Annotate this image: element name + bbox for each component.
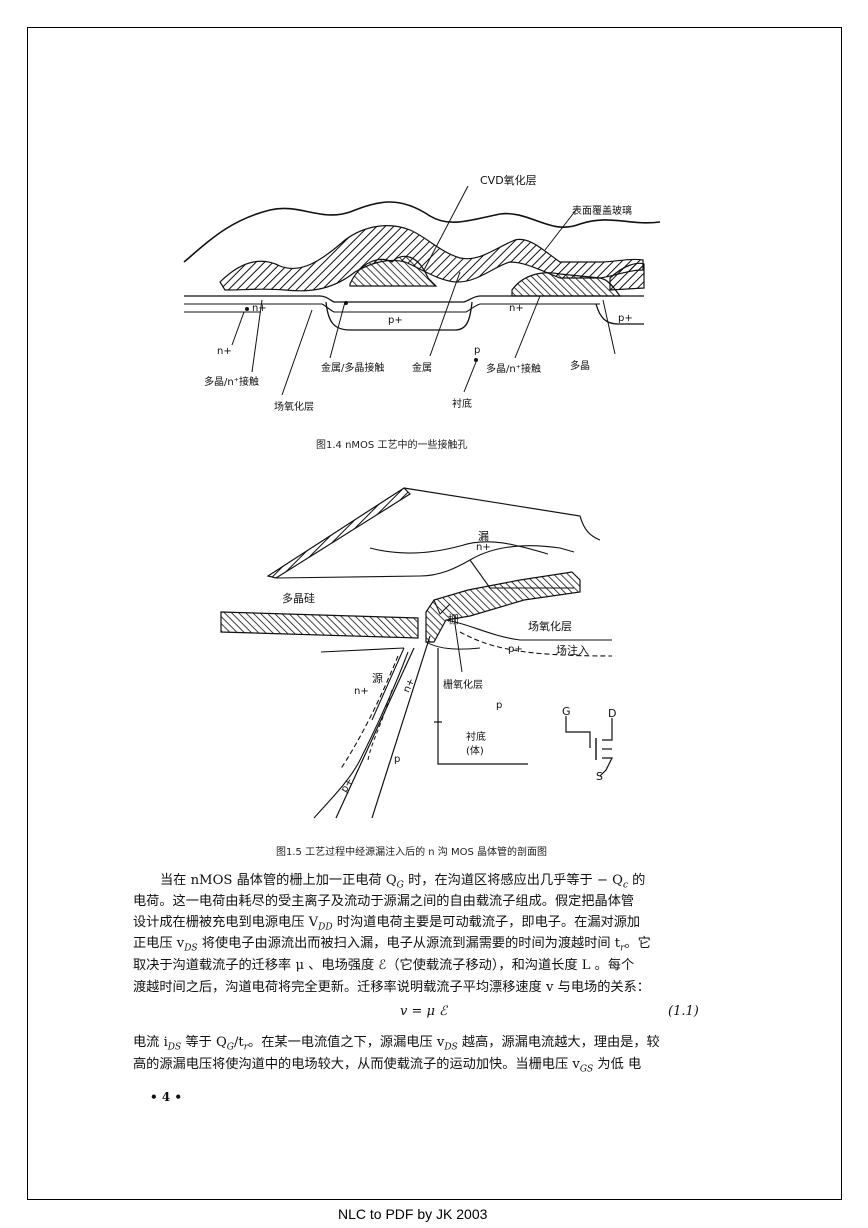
text-seg: 将使电子由源流出而被扫入漏，电子从源流到漏需要的时间为渡越时间 t (197, 936, 621, 951)
text-seg: 为低 电 (593, 1057, 642, 1072)
text-seg: 设计成在栅被充电到电源电压 V (133, 915, 319, 930)
paragraph-line-7: 电流 iDS 等于 QG/tr。在某一电流值之下，源漏电压 vDS 越高，源漏电… (133, 1032, 723, 1059)
label-field-oxide: 场氧化层 (274, 402, 314, 413)
figure-1-4-caption: 图1.4 nMOS 工艺中的一些接触孔 (316, 440, 468, 451)
label-surface-glass: 表面覆盖玻璃 (572, 206, 632, 217)
text-seg: 当在 nMOS 晶体管的栅上加一正电荷 Q (160, 873, 397, 888)
label-substrate: 衬底 (452, 399, 472, 410)
text-seg: 高的源漏电压将使沟道中的电场较大，从而使载流子的运动加快。当栅电压 v (133, 1057, 580, 1072)
label-p-plus-15: p+ (508, 644, 523, 655)
label-n-plus-b: n+ (217, 346, 232, 357)
label-poly: 多晶 (570, 361, 590, 372)
equation-number: (1.1) (668, 1004, 699, 1019)
text-seg: 正电压 v (133, 936, 185, 951)
text-seg: /t (233, 1035, 244, 1050)
text-sub: r (620, 943, 625, 954)
label-p-a: p (496, 700, 503, 711)
symbol-d: D (608, 707, 617, 720)
symbol-s: S (596, 770, 603, 783)
label-source-n: n+ (354, 686, 369, 697)
text-seg: 时沟道电荷主要是可动载流子，即电子。在漏对源加 (332, 915, 641, 930)
figure-1-5-caption: 图1.5 工艺过程中经源漏注入后的 n 沟 MOS 晶体管的剖面图 (276, 847, 547, 858)
label-field-implant: 场注入 (556, 644, 589, 657)
label-gate-mark: 栅 (448, 613, 459, 626)
equation-1-1: v = μ ℰ (400, 1004, 447, 1019)
paragraph-line-2: 电荷。这一电荷由耗尽的受主离子及流动于源漏之间的自由载流子组成。假定把晶体管 (133, 894, 635, 909)
paragraph-line-3: 设计成在栅被充电到电源电压 VDD 时沟道电荷主要是可动载流子，即电子。在漏对源… (133, 912, 723, 939)
text-sub: DS (444, 1042, 458, 1053)
label-metal-poly: 金属/多晶接触 (321, 363, 385, 374)
label-field-oxide-15: 场氧化层 (528, 620, 572, 633)
symbol-g: G (562, 705, 571, 718)
right-poly-contact (511, 272, 622, 297)
text-seg: 。它 (624, 936, 651, 951)
footer-credit: NLC to PDF by JK 2003 (338, 1206, 488, 1222)
paragraph-line-4: 正电压 vDS 将使电子由源流出而被扫入漏，电子从源流到漏需要的时间为渡越时间 … (133, 933, 723, 960)
text-sub: r (243, 1042, 249, 1053)
gate-stack (425, 571, 581, 643)
label-poly-n-contact: 多晶/n⁺接触 (486, 364, 541, 375)
label-p: p (474, 345, 481, 356)
label-n-plus-c: n+ (509, 303, 524, 314)
text-seg: 。在某一电流值之下，源漏电压 v (248, 1035, 445, 1050)
paragraph-line-5: 取决于沟道载流子的迁移率 μ 、电场强度 ℰ（它使载流子移动），和沟道长度 L … (133, 958, 635, 973)
text-sub: DS (184, 943, 198, 954)
gate-bump (349, 255, 438, 287)
label-p-b: p (394, 754, 401, 765)
label-source: 源 (372, 672, 383, 685)
glass-layer-top (183, 201, 661, 263)
poly-strip (266, 487, 411, 579)
label-p-plus-a: p+ (388, 315, 403, 326)
text-sub: G (396, 880, 404, 891)
label-drain: 漏 (478, 530, 489, 543)
paragraph-line-8: 高的源漏电压将使沟道中的电场较大，从而使载流子的运动加快。当栅电压 vGS 为低… (133, 1054, 723, 1081)
text-seg: 的 (627, 873, 646, 888)
label-gate-metal: 金属 (412, 363, 432, 374)
text-seg: 等于 Q (181, 1035, 227, 1050)
label-body: (体) (466, 746, 484, 757)
label-cvd: CVD氧化层 (480, 174, 537, 187)
text-sub: DD (318, 922, 333, 933)
text-sub: G (226, 1042, 234, 1053)
paragraph-line-1: 当在 nMOS 晶体管的栅上加一正电荷 QG 时，在沟道区将感应出几乎等于 − … (160, 870, 750, 897)
text-seg: 电流 i (133, 1035, 168, 1050)
far-right-poly (609, 262, 645, 291)
label-contact-left: 多晶/n⁺接触 (204, 377, 259, 388)
label-drain-n: n+ (476, 542, 491, 553)
page-frame (27, 27, 842, 1200)
text-sub: DS (167, 1042, 182, 1053)
poly-si-strip (220, 611, 419, 639)
text-seg: 时，在沟道区将感应出几乎等于 − Q (403, 873, 623, 888)
label-gate-oxide: 栅氧化层 (443, 680, 483, 691)
label-n-plus-a: n+ (252, 303, 267, 314)
label-substrate-15: 衬底 (466, 732, 486, 743)
label-p-plus-b: p+ (618, 313, 633, 324)
label-poly-si: 多晶硅 (282, 592, 315, 605)
paragraph-line-6: 渡越时间之后，沟道电荷将完全更新。迁移率说明载流子平均漂移速度 v 与电场的关系… (133, 980, 650, 995)
page-number: • 4 • (150, 1090, 183, 1104)
text-sub: c (622, 880, 628, 891)
text-seg: 越高，源漏电流越大，理由是，较 (457, 1035, 660, 1050)
text-sub: GS (579, 1064, 594, 1075)
